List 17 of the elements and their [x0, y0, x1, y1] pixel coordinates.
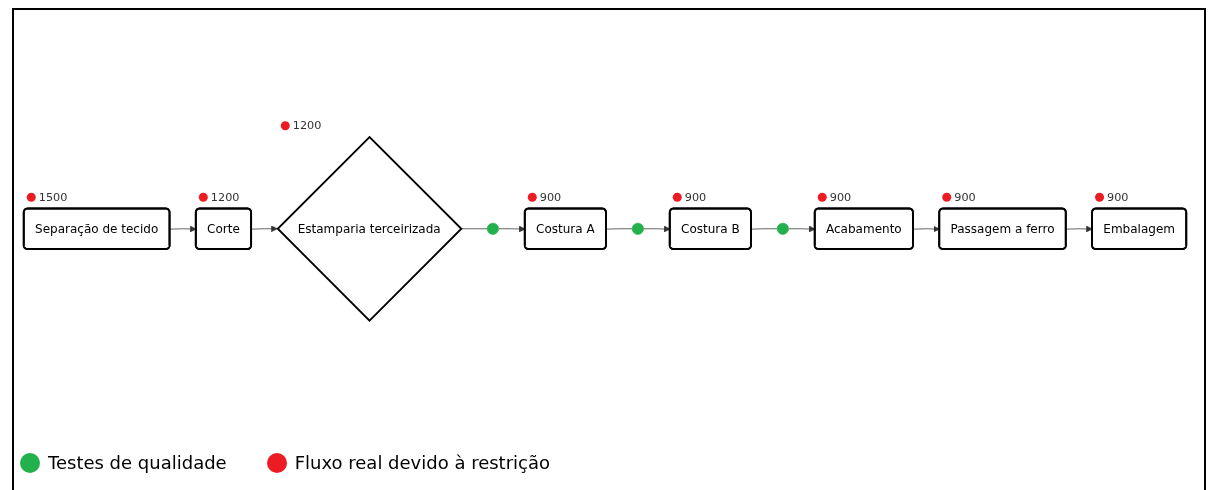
- connector: [460, 228, 488, 230]
- quantity-label: 1200: [292, 119, 322, 133]
- quantity-label: 900: [1107, 191, 1129, 204]
- connector: [605, 228, 633, 230]
- quantity-label: 900: [954, 191, 976, 204]
- node-circle: [486, 222, 499, 235]
- quantity-label: 1200: [210, 191, 240, 204]
- quantity-label: 900: [684, 191, 707, 204]
- legend-label: Testes de qualidade: [48, 452, 227, 473]
- legend-label: Fluxo real devido à restrição: [294, 452, 551, 473]
- node-circle: [776, 222, 789, 235]
- quantity-label: 900: [829, 191, 852, 204]
- quantity-label: 1500: [38, 191, 68, 204]
- node-circle: [631, 222, 644, 235]
- node-diamond: Estamparia terceirizada: [276, 135, 463, 322]
- connector: [750, 228, 778, 230]
- quantity-label: 900: [539, 191, 562, 204]
